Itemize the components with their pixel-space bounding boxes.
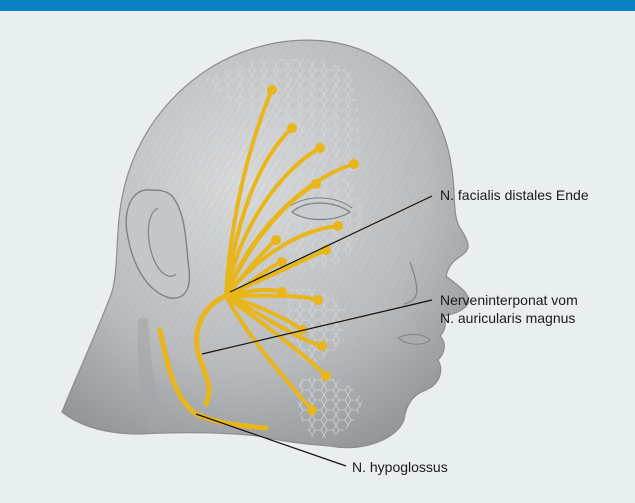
label-facial-distal-end-text: N. facialis distales Ende — [440, 186, 589, 204]
label-hypoglossus-text: N. hypoglossus — [352, 458, 448, 476]
label-facial-distal-end: N. facialis distales Ende — [440, 186, 589, 204]
label-interponat-line2: N. auricularis magnus — [440, 309, 578, 327]
label-nerve-interponat: Nerveninterponat vom N. auricularis magn… — [440, 291, 578, 327]
label-interponat-line1: Nerveninterponat vom — [440, 291, 578, 309]
label-hypoglossus: N. hypoglossus — [352, 458, 448, 476]
